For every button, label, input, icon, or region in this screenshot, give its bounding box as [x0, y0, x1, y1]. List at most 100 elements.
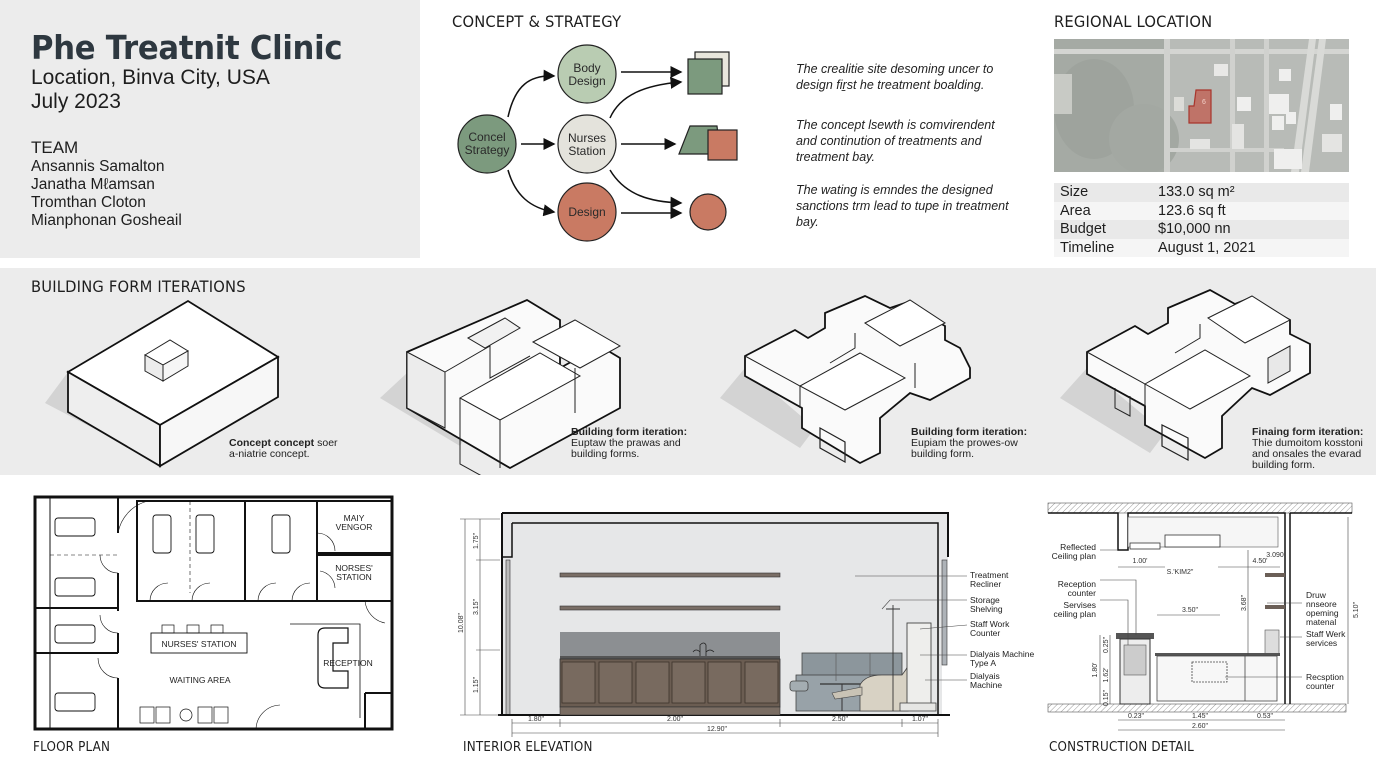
- callout-label: Machine: [970, 680, 1002, 690]
- callout-label: Reflected: [1060, 542, 1096, 552]
- dimension-label: 5.10": [1353, 601, 1360, 618]
- room-label: WAITING AREA: [169, 675, 230, 685]
- site-marker: [1188, 89, 1212, 124]
- iteration-caption-2: Building form iteration: Euptaw the praw…: [571, 427, 687, 460]
- dimension-label: 0.53": [1257, 713, 1274, 720]
- callout-label: counter: [1306, 681, 1335, 691]
- callout-label: Servises: [1063, 600, 1096, 610]
- team-heading: TEAM: [31, 138, 79, 157]
- shelf: [559, 572, 781, 578]
- callout-label: Dialyais: [970, 671, 1000, 681]
- iteration-text: building form.: [911, 448, 975, 460]
- dimension-label: 3.15": [473, 598, 480, 615]
- dimension-label: 1.45": [1192, 713, 1209, 720]
- iteration-text: Eupiam the prowes-ow: [911, 437, 1018, 449]
- callout-label: matenal: [1306, 617, 1336, 627]
- node-label: Design: [568, 74, 605, 88]
- concept-note: The wating is emndes the designed sancti…: [796, 183, 1009, 229]
- iteration-model-1: [45, 299, 280, 468]
- dimension-label: 1.07": [912, 716, 929, 723]
- dimension-label: 3.090: [1266, 552, 1284, 559]
- project-title: Phe Treatnit Clinic: [31, 28, 343, 67]
- site-marker-label: 6: [1202, 99, 1206, 106]
- iteration-text: building form.: [1252, 459, 1316, 471]
- dimension-label: 3.68": [1241, 594, 1248, 611]
- site-value: August 1, 2021: [1158, 239, 1256, 256]
- backsplash: [560, 632, 780, 656]
- iteration-text: building forms.: [571, 448, 640, 460]
- site-key: Size: [1060, 184, 1089, 201]
- elevation-heading: INTERIOR ELEVATION: [463, 740, 593, 755]
- site-map: 6: [1054, 39, 1349, 172]
- callout-label: Shelving: [970, 604, 1003, 614]
- callout-label: nnseore: [1306, 599, 1337, 609]
- iteration-caption-1: Concept concept soer a-niatrie concept.: [229, 438, 338, 460]
- concept-note: The concept lsewth is comvirendent and c…: [796, 118, 995, 164]
- site-key: Timeline: [1060, 239, 1115, 256]
- callout-label: Recsption: [1306, 672, 1344, 682]
- callout-label: Storage: [970, 595, 1000, 605]
- dimension-label: 1.15": [473, 676, 480, 693]
- team-member: Ansannis Samalton: [31, 158, 165, 175]
- dimension-label: S.'KIM2": [1167, 569, 1194, 576]
- iteration-models: [45, 288, 1311, 475]
- callout-label: ceiling plan: [1053, 609, 1096, 619]
- node-label: Station: [568, 144, 605, 158]
- concept-heading: CONCEPT & STRATEGY: [452, 12, 622, 31]
- room-label: STATION: [336, 572, 372, 582]
- callout-label: Ceiling plan: [1052, 551, 1097, 561]
- site-value: 133.0 sq m²: [1158, 184, 1235, 201]
- iteration-model-2: [380, 298, 622, 475]
- site-key: Area: [1060, 202, 1091, 219]
- node-concept-strategy: Concel Strategy: [457, 114, 517, 174]
- node-label: Strategy: [465, 143, 510, 157]
- project-location: Location, Binva City, USA: [31, 66, 270, 89]
- callout-label: opeming: [1306, 608, 1339, 618]
- callout-label: Treatment: [970, 570, 1009, 580]
- interior-elevation-drawing: 10.08" 1.75" 3.15" 1.15" 1.80" 2.00" 2.5…: [458, 512, 1035, 737]
- node-label: Nurses: [568, 131, 606, 145]
- output-squares-green: [687, 51, 730, 95]
- iteration-title: Concept concept: [229, 437, 315, 449]
- dimension-label: 0.23": [1128, 713, 1145, 720]
- iterations-heading: BUILDING FORM ITERATIONS: [31, 277, 246, 296]
- callout-label: Counter: [970, 628, 1000, 638]
- floor-plan-heading: FLOOR PLAN: [33, 740, 111, 755]
- node-nurses-station: Nurses Station: [557, 114, 617, 174]
- dimension-label: 1.75": [473, 532, 480, 549]
- iteration-caption-3: Building form iteration: Eupiam the prow…: [911, 427, 1027, 460]
- dimension-label: 0.15": [1103, 689, 1110, 706]
- dimension-label: 1.62': [1103, 668, 1110, 683]
- arrow-root-body: [507, 69, 556, 118]
- faucet: [692, 642, 715, 656]
- dimension-label: 3.50": [1182, 607, 1199, 614]
- room-label: NURSES' STATION: [162, 639, 237, 649]
- shelf: [559, 605, 781, 611]
- arrow-nurses-output1: [609, 76, 683, 119]
- dimension-label: 1.00': [1133, 558, 1148, 565]
- iteration-text: soer: [314, 437, 338, 449]
- iteration-caption-4: Finaing form iteration: Thie dumoitom ko…: [1252, 427, 1363, 471]
- callout-label: Dialyais Machine: [970, 649, 1035, 659]
- callout-label: Staff Work: [970, 619, 1010, 629]
- room-label: MAIY: [344, 513, 365, 523]
- project-date: July 2023: [31, 90, 121, 113]
- dimension-label: 2.60": [1192, 723, 1209, 730]
- dimension-label: 2.50": [832, 716, 849, 723]
- construction-detail-drawing: 1.00' 4.50' S.'KIM2" 3.090 3.50" 3.68" 5…: [1047, 502, 1360, 731]
- iteration-model-3: [720, 295, 971, 465]
- callout-label: Reception: [1058, 579, 1097, 589]
- node-label: Body: [573, 61, 600, 75]
- site-value: $10,000 nn: [1158, 221, 1231, 238]
- iteration-title: Finaing form iteration:: [1252, 426, 1364, 438]
- dimension-label: 1.80': [1092, 663, 1099, 678]
- site-row: Size 133.0 sq m²: [1054, 183, 1349, 202]
- site-key: Budget: [1060, 221, 1106, 238]
- output-trapezoid-square: [678, 125, 738, 161]
- node-label: Design: [568, 205, 605, 219]
- iteration-text: and onsales the evarad: [1252, 448, 1362, 460]
- arrow-nurses-output3: [609, 169, 683, 209]
- dimension-label: 4.50': [1253, 558, 1268, 565]
